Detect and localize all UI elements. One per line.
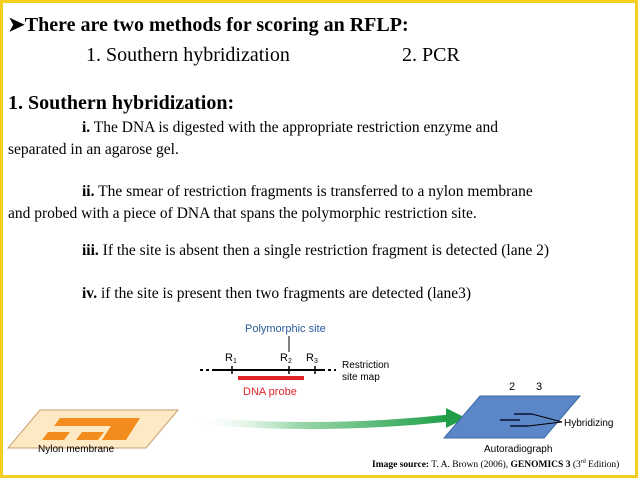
step-iii: iii. If the site is absent then a single… <box>82 242 549 260</box>
step-ii-line1: ii. The smear of restriction fragments i… <box>82 183 533 201</box>
step-i-line2: separated in an agarose gel. <box>8 141 179 158</box>
source-edition-rest: Edition) <box>585 460 620 471</box>
source-book: GENOMICS 3 <box>510 460 571 471</box>
source-edition-sup: rd <box>580 459 586 465</box>
step-iv-text: if the site is present then two fragment… <box>100 285 472 302</box>
nylon-membrane-label: Nylon membrane <box>38 444 115 455</box>
dna-probe-bar <box>238 376 304 380</box>
step-ii-number: ii. <box>82 183 95 200</box>
source-citation: T. A. Brown (2006), <box>431 460 509 471</box>
nylon-membrane-shape <box>6 409 180 449</box>
image-source: Image source: T. A. Brown (2006), GENOMI… <box>372 459 619 470</box>
bullet-heading: ➤There are two methods for scoring an RF… <box>8 14 409 36</box>
arrow-bullet-icon: ➤ <box>8 14 25 36</box>
hybridizing-label: Hybridizing <box>564 418 613 429</box>
source-prefix: Image source: <box>372 460 430 471</box>
section-heading: 1. Southern hybridization: <box>8 92 235 114</box>
step-iv-number: iv. <box>82 285 98 302</box>
step-i-number: i. <box>82 119 91 136</box>
lane-2-label: 2 <box>509 381 515 393</box>
hybridizing-pointer-1 <box>531 413 563 423</box>
step-ii-text: The smear of restriction fragments is tr… <box>98 183 533 200</box>
lane-3-label: 3 <box>536 381 542 393</box>
source-edition-num: (3 <box>572 460 581 471</box>
membrane-band-3 <box>76 432 104 440</box>
autoradiograph-label: Autoradiograph <box>484 444 552 455</box>
step-iv: iv. if the site is present then two frag… <box>82 285 471 303</box>
dna-probe-label: DNA probe <box>243 386 297 398</box>
step-ii-line2: and probed with a piece of DNA that span… <box>8 205 477 222</box>
site-label-r3: R3 <box>306 352 318 365</box>
site-label-r1: R1 <box>225 352 237 365</box>
restriction-label-line1: Restriction <box>342 360 389 371</box>
autoradiograph-film <box>442 395 582 439</box>
transfer-arrow <box>189 414 451 430</box>
membrane-band-2 <box>42 432 70 440</box>
transfer-arrowhead <box>446 408 466 428</box>
site-label-r2: R2 <box>280 352 292 365</box>
hybridizing-pointer-2 <box>527 421 563 427</box>
method-2: 2. PCR <box>402 44 460 66</box>
step-i-line1: i. The DNA is digested with the appropri… <box>82 119 498 137</box>
membrane-band-1 <box>54 418 118 426</box>
membrane-band-4 <box>102 418 140 440</box>
restriction-label-line2: site map <box>342 372 380 383</box>
step-iii-number: iii. <box>82 242 99 259</box>
step-i-text: The DNA is digested with the appropriate… <box>93 119 498 136</box>
step-iii-text: If the site is absent then a single rest… <box>102 242 550 259</box>
rflp-figure: Polymorphic site R1 R2 R3 Restriction si… <box>6 323 613 455</box>
method-1: 1. Southern hybridization <box>86 44 290 66</box>
polymorphic-site-label: Polymorphic site <box>245 323 326 335</box>
